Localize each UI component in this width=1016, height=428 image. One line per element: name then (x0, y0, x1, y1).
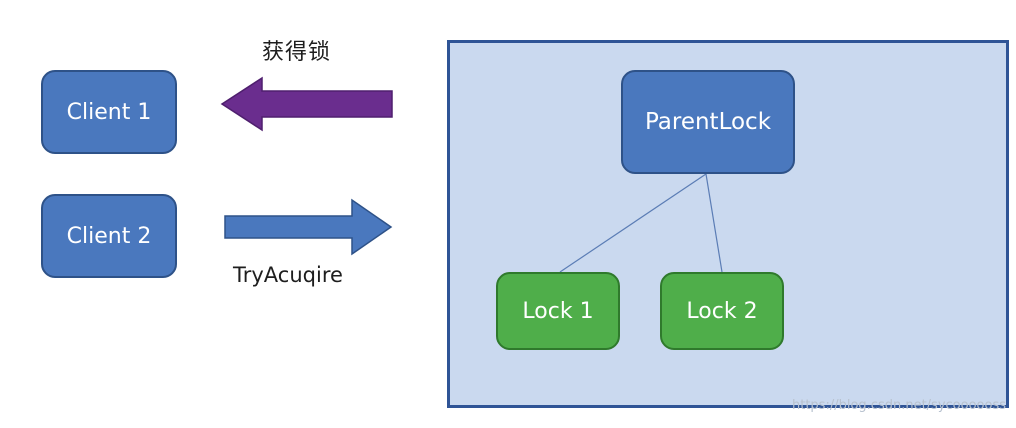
client-2-label: Client 2 (66, 223, 152, 249)
lock-2-box: Lock 2 (660, 272, 784, 350)
lock-1-label: Lock 1 (522, 298, 594, 324)
acquired-arrow (220, 76, 393, 132)
client-2-box: Client 2 (41, 194, 177, 278)
parent-lock-box: ParentLock (621, 70, 795, 174)
acquired-lock-label: 获得锁 (262, 40, 332, 65)
lock-1-box: Lock 1 (496, 272, 620, 350)
client-1-label: Client 1 (66, 99, 152, 125)
try-acquire-label: TryAcuqire (233, 263, 343, 287)
watermark-text: https://blog.csdn.net/sycoooooss (792, 398, 1006, 413)
lock-2-label: Lock 2 (686, 298, 758, 324)
try-acquire-arrow (224, 198, 393, 256)
parent-lock-label: ParentLock (644, 109, 772, 135)
connector-parent-to-lock-1 (559, 173, 707, 273)
client-1-box: Client 1 (41, 70, 177, 154)
connector-parent-to-lock-2 (705, 173, 723, 273)
